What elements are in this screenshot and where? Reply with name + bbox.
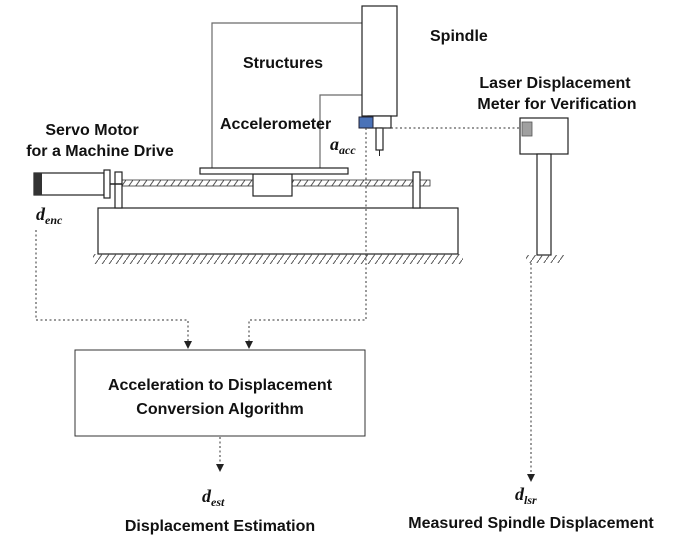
accelerometer-label: Accelerometer — [220, 116, 331, 133]
machine-base — [93, 207, 463, 264]
accelerometer-sensor — [358, 116, 374, 129]
algorithm-label-line1: Acceleration to Displacement — [108, 377, 333, 394]
algorithm-label-line2: Conversion Algorithm — [136, 401, 303, 418]
spindle — [361, 5, 398, 156]
estimation-label: Displacement Estimation — [125, 518, 315, 535]
laser-meter-label-line2: Meter for Verification — [477, 96, 636, 113]
algorithm-box — [74, 349, 366, 437]
laser-meter-label-line1: Laser Displacement — [479, 75, 631, 92]
ball-screw-assembly — [114, 167, 431, 209]
symbol-d-est: dest — [202, 486, 225, 509]
structures-frame — [211, 22, 362, 168]
symbol-d-enc: denc — [36, 204, 63, 227]
measured-label: Measured Spindle Displacement — [408, 515, 654, 532]
servo-motor-label-line1: Servo Motor — [45, 122, 138, 139]
servo-motor — [33, 169, 122, 199]
spindle-label: Spindle — [430, 28, 488, 45]
servo-motor-label-line2: for a Machine Drive — [26, 143, 174, 160]
symbol-d-lsr: dlsr — [515, 484, 537, 507]
structures-label: Structures — [243, 55, 323, 72]
symbol-a-acc: aacc — [330, 134, 356, 157]
signal-lines — [35, 127, 535, 482]
laser-displacement-meter — [519, 117, 569, 263]
